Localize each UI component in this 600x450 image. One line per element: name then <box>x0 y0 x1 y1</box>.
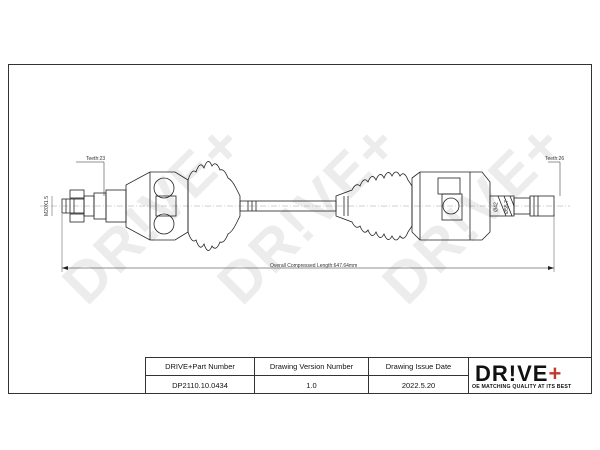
brand-logo-word: DR!VE <box>475 361 549 386</box>
left-stub <box>61 189 127 223</box>
brand-logo-text: DR!VE+ <box>475 361 562 387</box>
right-cv-joint <box>411 171 491 241</box>
version-header: Drawing Version Number <box>255 358 369 376</box>
issue-date-header: Drawing Issue Date <box>369 358 469 376</box>
drawing-frame <box>8 64 592 394</box>
brand-logo-plus: + <box>548 361 563 386</box>
dimension-label-1: Ø42 <box>493 202 500 212</box>
issue-date-value: 2022.5.20 <box>369 376 469 394</box>
right-stub <box>489 195 555 217</box>
brand-tagline: OE MATCHING QUALITY AT ITS BEST <box>472 384 572 390</box>
left-teeth-label: Teeth:23 <box>86 156 106 162</box>
part-number-header: DRIVE+Part Number <box>146 358 255 376</box>
left-diameter-label: M20X1.5 <box>44 195 51 217</box>
right-teeth-label: Teeth:26 <box>545 156 565 162</box>
dimension-label-2: Ø55.7 <box>503 200 510 214</box>
left-cv-joint <box>125 171 189 241</box>
version-value: 1.0 <box>255 376 369 394</box>
part-number-value: DP2110.10.0434 <box>146 376 255 394</box>
overall-length-label: Overall Compressed Length:647.64mm <box>270 263 358 269</box>
left-boot <box>187 161 241 251</box>
title-block: DRIVE+Part Number Drawing Version Number… <box>145 357 592 394</box>
brand-logo: DR!VE+ OE MATCHING QUALITY AT ITS BEST <box>469 358 592 394</box>
